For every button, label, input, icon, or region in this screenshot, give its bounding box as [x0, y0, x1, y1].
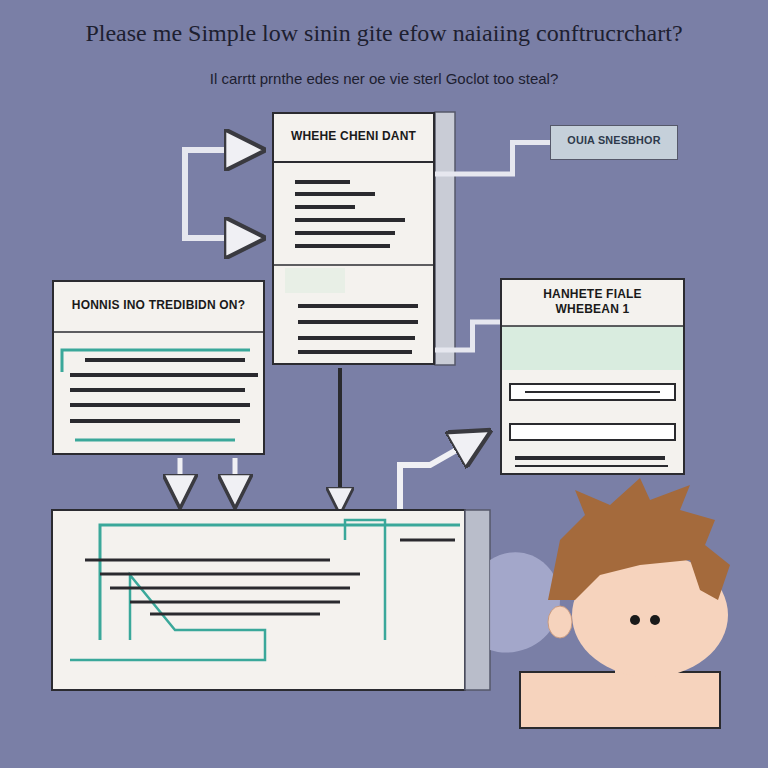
- arrow: [180, 458, 235, 505]
- arrow: [400, 432, 488, 515]
- divider: [500, 325, 685, 327]
- text-lines: [70, 360, 258, 421]
- divider: [272, 264, 435, 266]
- arrow: [185, 147, 262, 153]
- box-side: [465, 510, 490, 690]
- field: [510, 384, 675, 400]
- band: [502, 326, 683, 370]
- arrow: [338, 368, 342, 512]
- accent: [75, 439, 235, 442]
- divider: [52, 331, 265, 333]
- accent: [100, 525, 460, 640]
- text-lines: [515, 456, 665, 460]
- text-lines: [525, 391, 660, 393]
- eye: [650, 615, 660, 625]
- connector: [435, 322, 500, 350]
- box-heading: HONNIS INO TREDIBIDN ON?: [62, 298, 255, 313]
- ear: [548, 606, 572, 638]
- box-heading: WHEHE CHENI DANT: [282, 129, 425, 144]
- text-lines: [85, 540, 455, 614]
- highlight: [285, 268, 345, 293]
- box-side: [435, 112, 455, 365]
- accent: [62, 350, 250, 372]
- hair: [548, 478, 730, 600]
- subtitle: Il carrtt prnthe edes ner oe vie sterl G…: [14, 70, 754, 87]
- accent: [345, 520, 385, 640]
- field: [510, 424, 675, 440]
- box-heading: OUIA SNESBHOR: [559, 134, 669, 147]
- bracket: [185, 150, 262, 238]
- box-fill: [500, 278, 685, 475]
- connector: [435, 143, 550, 175]
- process-box: HANHETE FIALE WHEBEAN 1: [500, 278, 685, 475]
- divider: [272, 161, 435, 163]
- box-heading: HANHETE FIALE WHEBEAN 1: [510, 287, 675, 317]
- shoulders: [520, 672, 720, 728]
- big-box: [52, 510, 465, 690]
- box-fill: [272, 112, 435, 365]
- box-fill: [52, 280, 265, 455]
- text-lines: [295, 182, 418, 352]
- eye: [630, 615, 640, 625]
- text-lines: [515, 465, 668, 467]
- process-box: HONNIS INO TREDIBIDN ON?: [52, 280, 265, 455]
- title: Please me Simple low sinin gite efow nai…: [14, 20, 754, 47]
- smoke: [490, 552, 560, 652]
- arrow: [200, 235, 262, 241]
- tag-box: OUIA SNESBHOR: [550, 125, 678, 160]
- process-box: WHEHE CHENI DANT: [272, 112, 435, 365]
